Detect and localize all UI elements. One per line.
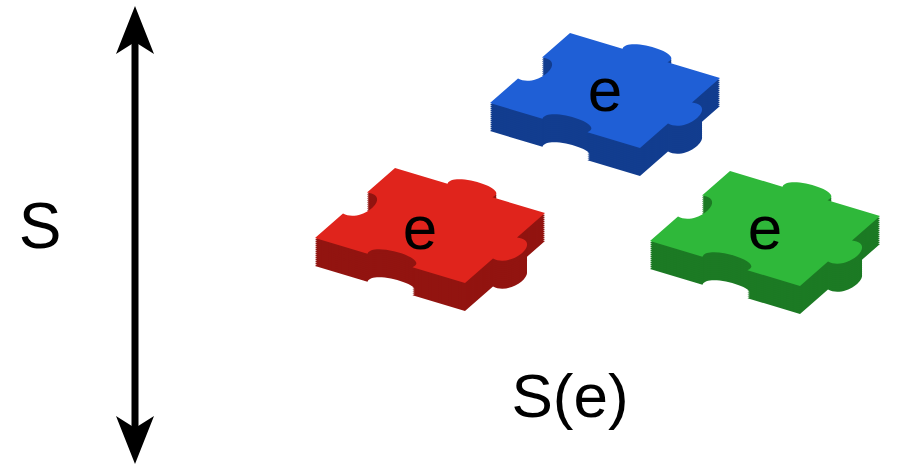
piece-shape (280, 130, 610, 360)
piece-top (490, 25, 746, 153)
arrow-head (116, 416, 154, 464)
puzzle-piece: e (280, 130, 610, 360)
puzzle-piece: e (600, 135, 905, 405)
piece-top (650, 163, 906, 291)
math-label: S(e) (511, 365, 628, 427)
piece-top (315, 160, 571, 288)
piece-shape (600, 135, 905, 405)
arrow-shaft (132, 40, 139, 430)
piece-letter: e (403, 197, 437, 259)
arrow-head (116, 6, 154, 54)
piece-letter: e (588, 59, 622, 121)
piece-letter: e (748, 197, 782, 259)
math-label: S (19, 194, 62, 258)
